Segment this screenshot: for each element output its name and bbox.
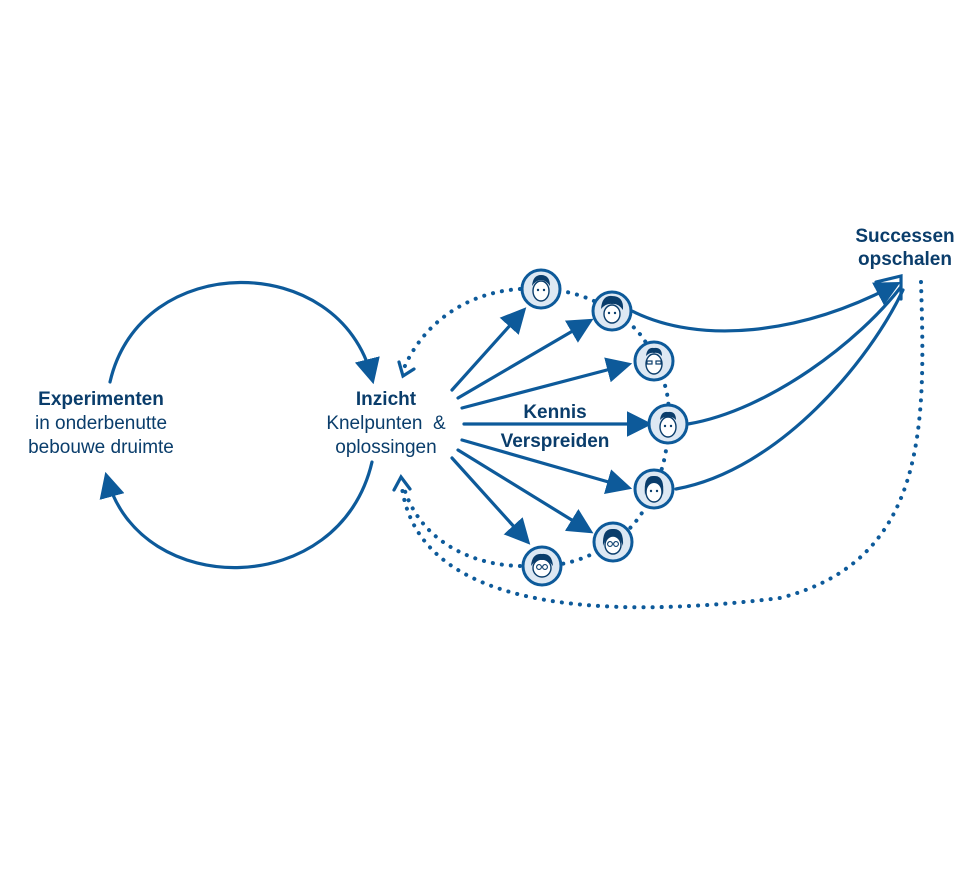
feedback-arrowhead-top [397,360,416,379]
scale-arrow-2 [686,286,902,426]
scale-arrow-3 [674,288,905,491]
node-kennis: Kennis Verspreiden [501,402,610,452]
avatar-person-5 [633,468,675,510]
cycle-arrow-bottom [99,460,374,570]
avatar-person-4 [647,403,689,445]
avatar-group [520,268,689,587]
spread-arrow-6 [456,448,594,534]
feedback-arrow-long [400,280,925,610]
successen-line1: Successen [855,226,954,247]
spread-arrow-3 [460,357,633,410]
spread-arrow-5 [460,438,633,495]
spread-arrow-7 [450,456,531,545]
node-inzicht: Inzicht Knelpunten & oplossingen [326,389,446,458]
avatar-person-2 [591,290,633,332]
experimenten-line1: in onderbenutte [35,413,167,434]
avatar-person-1 [520,268,562,310]
node-successen: Successen opschalen [855,226,954,270]
inzicht-title: Inzicht [356,389,417,410]
feedback-arrow-bottom [402,486,522,568]
spread-arrows [450,307,653,545]
experimenten-title: Experimenten [38,389,164,410]
avatar-person-7 [521,545,563,587]
feedback-arrowhead-bottom [392,474,412,492]
cycle-arrow-top [108,280,380,385]
successen-line2: opschalen [858,249,952,270]
experimenten-line2: bebouwe druimte [28,437,174,458]
scale-arrow-1 [630,282,901,333]
scale-up-arrows [630,282,905,491]
avatar-person-6 [592,521,634,563]
feedback-arrow-top [402,287,522,370]
node-experimenten: Experimenten in onderbenutte bebouwe dru… [28,389,174,458]
inzicht-line1: Knelpunten & [326,413,446,434]
spread-arrow-2 [456,318,594,400]
avatar-person-3 [633,340,675,382]
kennis-line1: Kennis [523,402,586,423]
inzicht-line2: oplossingen [335,437,436,458]
scale-arrowhead [874,273,903,301]
spread-arrow-1 [450,307,527,392]
kennis-line2: Verspreiden [501,431,610,452]
